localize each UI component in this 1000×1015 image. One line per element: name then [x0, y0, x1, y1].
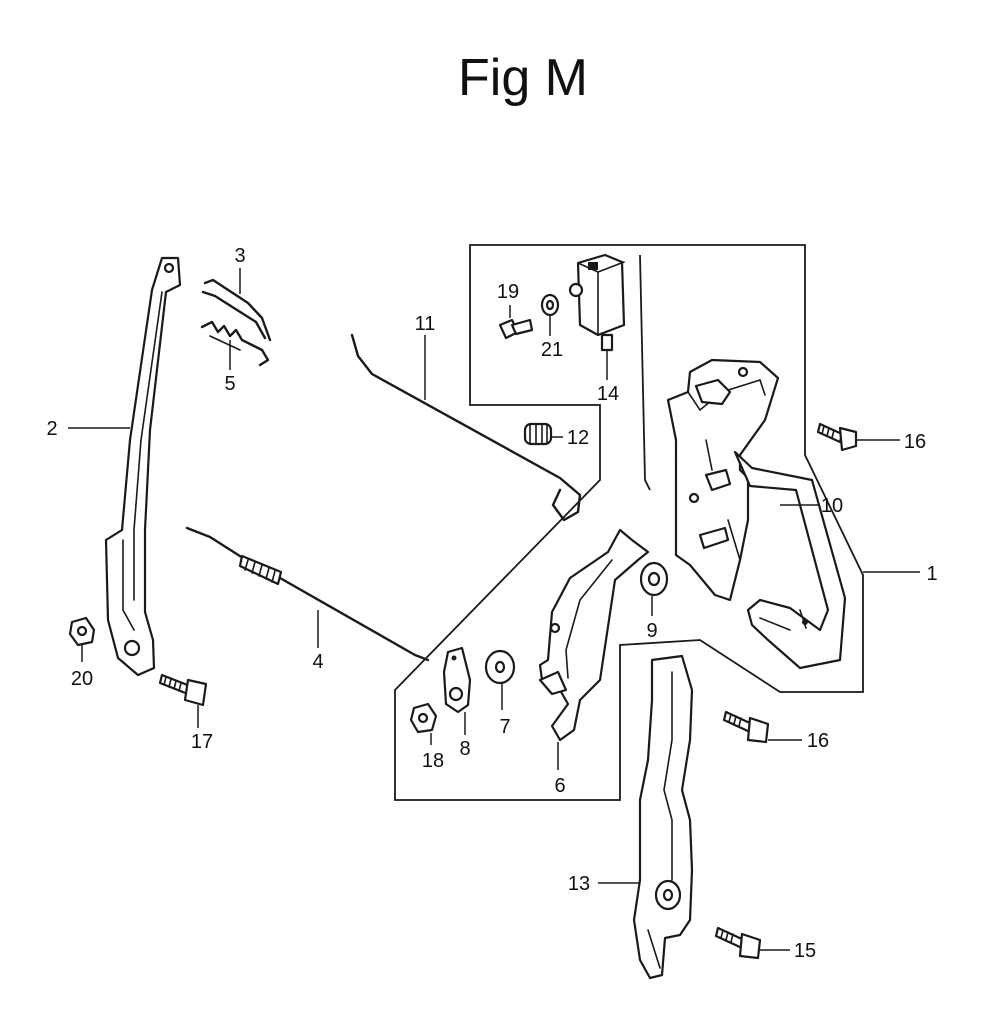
callout-1: 1: [926, 563, 937, 585]
callout-12: 12: [567, 427, 589, 449]
callout-16-lower: 16: [807, 730, 829, 752]
part-21-washer: [540, 293, 560, 317]
part-7-washer: [484, 649, 516, 685]
subassembly-outline-upper: [394, 244, 864, 801]
part-11-rod: [350, 333, 582, 522]
part-18-nut: [409, 702, 438, 734]
part-12-spring: [523, 422, 553, 446]
callout-5: 5: [224, 373, 235, 395]
part-5-spring: [200, 320, 270, 367]
callout-20: 20: [71, 668, 93, 690]
part-2-lever-bracket: [104, 256, 182, 677]
callout-21: 21: [541, 339, 563, 361]
callout-18: 18: [422, 750, 444, 772]
callout-16-upper: 16: [904, 431, 926, 453]
part-19-bolt: [498, 318, 534, 340]
part-1-control-base-bracket: [666, 358, 780, 602]
part-17-screw: [158, 673, 208, 707]
callout-13: 13: [568, 873, 590, 895]
callout-2: 2: [46, 418, 57, 440]
part-4-rod-with-spring: [185, 526, 430, 662]
subassembly-outline-inner: [639, 254, 651, 491]
callout-17: 17: [191, 731, 213, 753]
callout-8: 8: [459, 738, 470, 760]
callout-3: 3: [234, 245, 245, 267]
part-8-arm: [442, 646, 472, 714]
callout-10: 10: [821, 495, 843, 517]
callout-4: 4: [312, 651, 323, 673]
part-16-bolt-upper: [816, 422, 858, 452]
callout-9: 9: [646, 620, 657, 642]
part-20-nut: [68, 616, 96, 647]
part-9-washer: [639, 561, 669, 597]
part-14-switch: [568, 253, 626, 352]
callout-6: 6: [554, 775, 565, 797]
callout-14: 14: [597, 383, 619, 405]
callout-19: 19: [497, 281, 519, 303]
part-15-bolt: [714, 926, 762, 960]
part-6-control-lever: [538, 528, 650, 742]
part-3-clip: [201, 278, 272, 342]
callout-15: 15: [794, 940, 816, 962]
leader-lines: [68, 268, 920, 951]
callout-11: 11: [415, 313, 436, 335]
part-16-bolt-lower: [722, 710, 770, 744]
part-10-cable-bracket: [733, 450, 847, 670]
figure-title: Fig M: [458, 49, 588, 107]
callout-7: 7: [499, 716, 510, 738]
part-13-throttle-lever: [632, 654, 694, 980]
